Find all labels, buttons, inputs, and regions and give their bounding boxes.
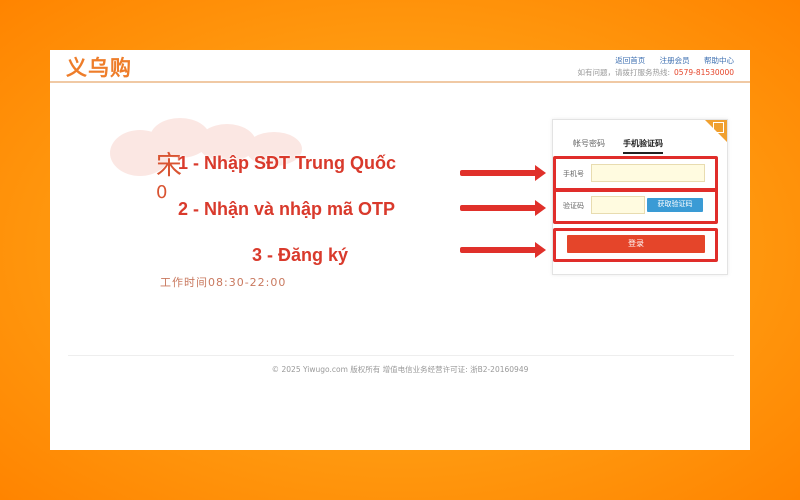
step2-highlight (553, 188, 718, 224)
hotline-number: 0579-81530000 (674, 68, 734, 77)
promo-digit: 0 (156, 182, 168, 203)
phone-label: 手机号 (563, 170, 584, 178)
screenshot-frame: 义乌购 返回首页 注册会员 帮助中心 如有问题，请拨打服务热线:0579-815… (50, 50, 750, 450)
hotline-text: 如有问题，请拨打服务热线: (577, 68, 671, 77)
step2-label: 2 - Nhận và nhập mã OTP (178, 199, 396, 219)
step1-highlight (553, 156, 718, 192)
footer-divider (68, 355, 734, 356)
get-code-button[interactable]: 获取验证码 (647, 198, 703, 212)
step1-arrow (460, 165, 546, 181)
tab-password[interactable]: 帐号密码 (573, 139, 605, 148)
step3-arrow (460, 242, 546, 258)
phone-input[interactable] (591, 164, 705, 182)
hotline: 如有问题，请拨打服务热线:0579-81530000 (578, 67, 735, 78)
promo-glyph: 宋 (156, 151, 183, 181)
register-link[interactable]: 注册会员 (659, 56, 690, 65)
step2-arrow (460, 200, 546, 216)
help-link[interactable]: 帮助中心 (704, 56, 734, 65)
site-header: 义乌购 返回首页 注册会员 帮助中心 如有问题，请拨打服务热线:0579-815… (50, 50, 750, 83)
site-footer: © 2025 Yiwugo.com 版权所有 增值电信业务经营许可证: 浙B2-… (271, 365, 529, 374)
code-input[interactable] (591, 196, 645, 214)
cloud-decoration (110, 116, 310, 176)
working-hours: 工作时间08:30-22:00 (160, 276, 287, 289)
site-logo[interactable]: 义乌购 (66, 56, 132, 80)
top-links: 返回首页 注册会员 帮助中心 (603, 55, 734, 66)
qr-corner[interactable] (705, 120, 727, 142)
step1-label: 1 - Nhập SĐT Trung Quốc (178, 153, 397, 173)
qr-code-icon (713, 122, 724, 133)
home-link[interactable]: 返回首页 (615, 56, 646, 65)
step3-label: 3 - Đăng ký (252, 245, 349, 265)
step3-highlight (553, 228, 718, 262)
login-button[interactable]: 登录 (567, 235, 705, 253)
code-label: 验证码 (563, 202, 584, 210)
tab-sms-code[interactable]: 手机验证码 (623, 138, 663, 154)
